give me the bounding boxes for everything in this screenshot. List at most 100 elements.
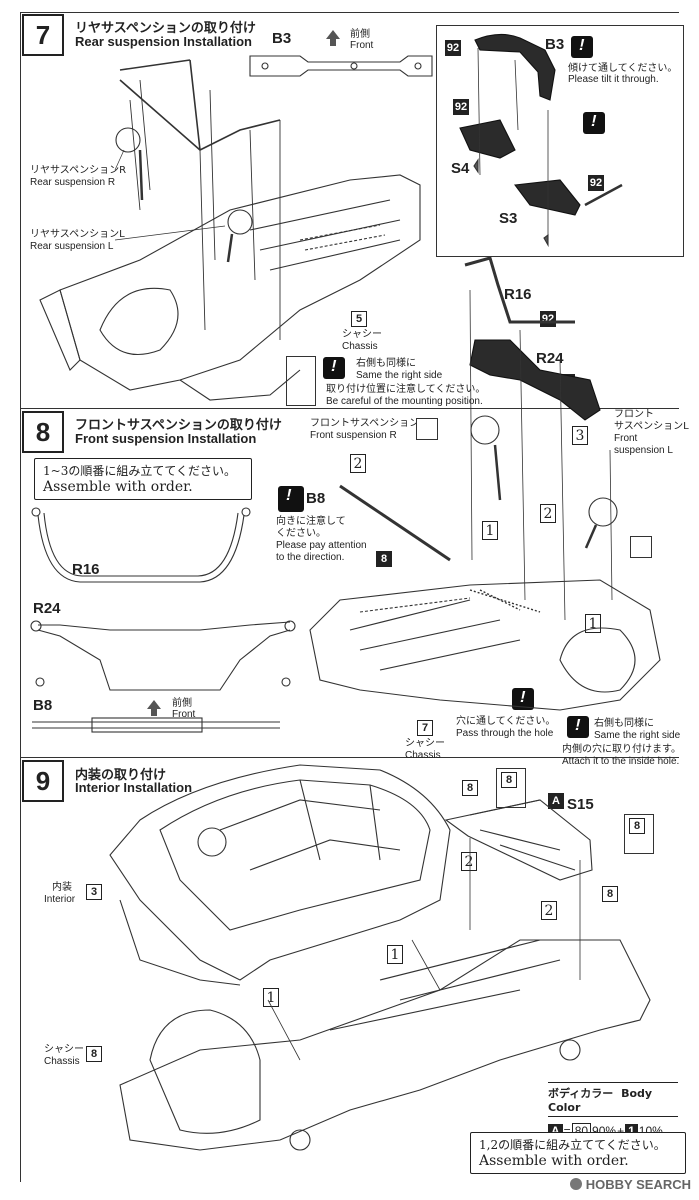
front-susp-l-en: Front	[614, 433, 638, 444]
step-9-chassis-en: Chassis	[44, 1056, 80, 1067]
b8-part-outline	[32, 721, 280, 729]
step-7-front-en: Front	[350, 40, 374, 51]
step-7-chassis-en: Chassis	[342, 341, 378, 352]
caution-icon	[278, 486, 304, 512]
step-8-chassis-en: Chassis	[405, 750, 441, 761]
sequence-2: 2	[461, 852, 477, 871]
step-8-front-en: Front	[172, 709, 196, 720]
interior-jp: 内装	[52, 882, 72, 893]
r24-label: R24	[33, 600, 61, 617]
front-susp-r-en: Front suspension R	[310, 430, 397, 441]
front-susp-r-jp: フロントサスペンションR	[310, 418, 427, 429]
tilt-note-en: Please tilt it through.	[568, 74, 659, 85]
caution-icon	[583, 112, 605, 134]
color-plus: +	[617, 1124, 625, 1138]
b8-note-jp1: 向きに注意して	[276, 516, 346, 527]
watermark-footer: HOBBY SEARCH	[569, 1177, 691, 1192]
left-margin-line	[20, 12, 21, 1182]
chassis-part-7: 7	[417, 720, 433, 736]
inside-hole-jp: 内側の穴に取り付けます。	[562, 744, 681, 755]
front-hub-r	[470, 415, 500, 445]
caution-icon	[512, 688, 534, 710]
part-8-tag: 8	[376, 551, 392, 567]
part-8-tag: 8	[462, 780, 478, 796]
cut-icon	[630, 536, 652, 558]
step-7-title-jp: リヤサスペンションの取り付け	[75, 21, 256, 36]
step-8-number: 8	[22, 411, 64, 453]
part-8-tag: 8	[501, 772, 517, 788]
b8-note-en2: to the direction.	[276, 552, 345, 563]
sequence-2: 2	[350, 454, 366, 473]
order-note-jp: 1~3の順番に組み立ててください。	[43, 464, 236, 478]
front-arrow-icon	[326, 30, 340, 39]
order-note-jp: 1,2の順番に組み立ててください。	[479, 1138, 666, 1152]
b8-install-part	[339, 484, 451, 562]
hole-note-jp: 穴に通してください。	[456, 716, 556, 727]
color-eq: =	[563, 1124, 571, 1138]
step-7-title-en: Rear suspension Installation	[75, 34, 252, 49]
part-8-tag: 8	[602, 886, 618, 902]
rear-susp-l-jp: リヤサスペンションL	[30, 229, 125, 240]
front-arrow-stem	[151, 708, 157, 716]
step-9-chassis-outline	[119, 939, 651, 1151]
top-rule	[20, 12, 679, 13]
inset-s3-part	[513, 179, 581, 216]
chassis-part-5: 5	[351, 311, 367, 327]
step-7-chassis-jp: シャシー	[342, 329, 382, 340]
front-chassis-outline	[309, 579, 661, 711]
b8-label: B8	[33, 697, 53, 714]
front-hub-l	[588, 497, 618, 527]
sequence-2: 2	[541, 901, 557, 920]
color-a-tag: A	[548, 793, 564, 809]
rear-susp-l-en: Rear suspension L	[30, 241, 114, 252]
step-8-chassis-jp: シャシー	[405, 738, 445, 749]
interior-part-3: 3	[86, 884, 102, 900]
order-note-en: Assemble with order.	[479, 1153, 629, 1169]
same-side-jp: 右側も同様に	[594, 718, 654, 729]
body-color-title-jp: ボディカラー	[548, 1087, 614, 1100]
caution-icon	[571, 36, 593, 58]
step-9-title-en: Interior Installation	[75, 780, 193, 795]
r16-label: R16	[72, 561, 100, 578]
part-8-tag: 8	[629, 818, 645, 834]
search-logo-icon	[569, 1178, 582, 1190]
step-9-order-note: 1,2の順番に組み立ててください。 Assemble with order.	[470, 1132, 686, 1174]
sequence-2: 2	[540, 504, 556, 523]
footer-text: HOBBY SEARCH	[585, 1177, 691, 1192]
inset-s4-part	[459, 119, 516, 159]
front-susp-l-jp: フロント	[614, 409, 654, 420]
rear-suspension-arms	[119, 59, 281, 151]
step-8-title-jp: フロントサスペンションの取り付け	[75, 418, 282, 433]
r24-install-part	[469, 339, 601, 421]
step-7-front-jp: 前側	[350, 29, 370, 40]
rear-susp-r-en: Rear suspension R	[30, 177, 116, 188]
step-7-number: 7	[22, 14, 64, 56]
front-susp-l-en2: suspension L	[614, 445, 673, 456]
step-8-order-note: 1~3の順番に組み立ててください。 Assemble with order.	[34, 458, 252, 500]
rear-wheel-well	[99, 287, 179, 355]
step-8-front-jp: 前側	[172, 698, 192, 709]
rear-chassis-outline	[59, 174, 421, 391]
r24-install-label: R24	[536, 350, 564, 367]
front-arrow-icon	[147, 700, 161, 709]
sequence-1: 1	[387, 945, 403, 964]
part-92-tag: 92	[588, 175, 604, 191]
inset-b3-label: B3	[545, 36, 565, 53]
mount-same-jp: 右側も同様に	[356, 358, 416, 369]
rear-fender-arch	[149, 1009, 261, 1134]
b8-note-en1: Please pay attention	[276, 540, 367, 551]
cut-icon	[416, 418, 438, 440]
caution-icon	[567, 716, 589, 738]
r24-part-outline	[37, 621, 291, 691]
r16-install-label: R16	[504, 286, 532, 303]
step-7-b3-label: B3	[272, 30, 292, 47]
b3-part-outline	[249, 55, 433, 77]
front-wheel-well	[559, 627, 636, 693]
part-92-tag: 92	[453, 99, 469, 115]
same-side-en: Same the right side	[594, 730, 681, 741]
sequence-1: 1	[263, 988, 279, 1007]
r16-part-outline	[37, 514, 245, 583]
step-8-title-en: Front suspension Installation	[75, 431, 257, 446]
step-9-number: 9	[22, 760, 64, 802]
